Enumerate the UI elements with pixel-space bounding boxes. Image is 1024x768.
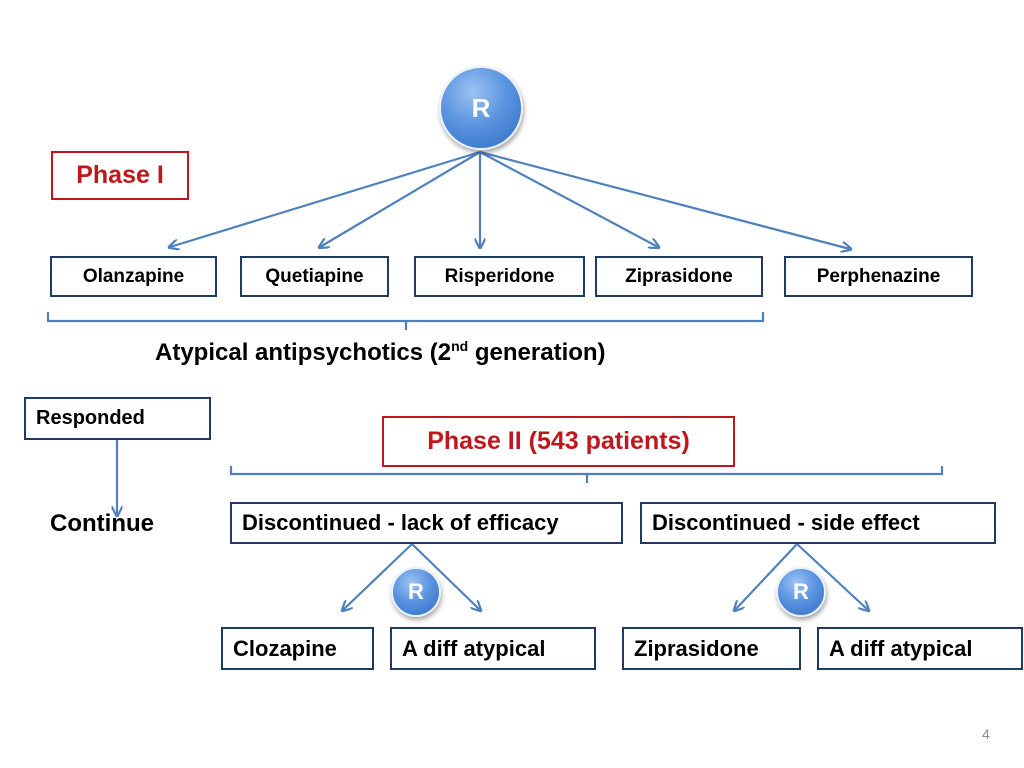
side-effect-randomizer-circle: R (776, 567, 826, 617)
branch-lack-of-efficacy: Discontinued - lack of efficacy (230, 502, 623, 544)
drug-olanzapine: Olanzapine (50, 256, 217, 297)
drug-risperidone: Risperidone (414, 256, 585, 297)
arrow-to-ziprasidone-2 (735, 543, 798, 610)
arrow-to-efficacy-diff-atypical (411, 543, 480, 610)
atypical-caption-superscript: nd (451, 338, 469, 354)
phase1-label: Phase I (51, 151, 189, 200)
drug-perphenazine: Perphenazine (784, 256, 973, 297)
arrow-to-ziprasidone (479, 151, 658, 247)
page-number: 4 (982, 726, 990, 742)
efficacy-randomizer-circle: R (391, 567, 441, 617)
option-efficacy-diff-atypical: A diff atypical (390, 627, 596, 670)
arrow-to-quetiapine (320, 151, 481, 247)
efficacy-randomizer-label: R (408, 579, 424, 604)
responded-box: Responded (24, 397, 211, 440)
continue-label: Continue (50, 510, 154, 537)
option-clozapine: Clozapine (221, 627, 374, 670)
drug-ziprasidone: Ziprasidone (595, 256, 763, 297)
branch-side-effect: Discontinued - side effect (640, 502, 996, 544)
atypical-caption: Atypical antipsychotics (2nd generation) (155, 338, 606, 366)
phase2-bracket (229, 466, 944, 476)
option-ziprasidone: Ziprasidone (622, 627, 801, 670)
arrow-to-perphenazine (479, 150, 850, 249)
option-side-effect-diff-atypical: A diff atypical (817, 627, 1023, 670)
arrow-to-olanzapine (170, 150, 481, 247)
arrow-to-clozapine (343, 543, 413, 610)
atypical-bracket (46, 312, 765, 323)
top-randomizer-label: R (471, 92, 491, 123)
drug-quetiapine: Quetiapine (240, 256, 389, 297)
top-randomizer-circle: R (439, 66, 523, 150)
side-effect-randomizer-label: R (793, 579, 809, 604)
arrow-to-side-effect-diff-atypical (796, 543, 868, 610)
phase2-label: Phase II (543 patients) (382, 416, 735, 467)
